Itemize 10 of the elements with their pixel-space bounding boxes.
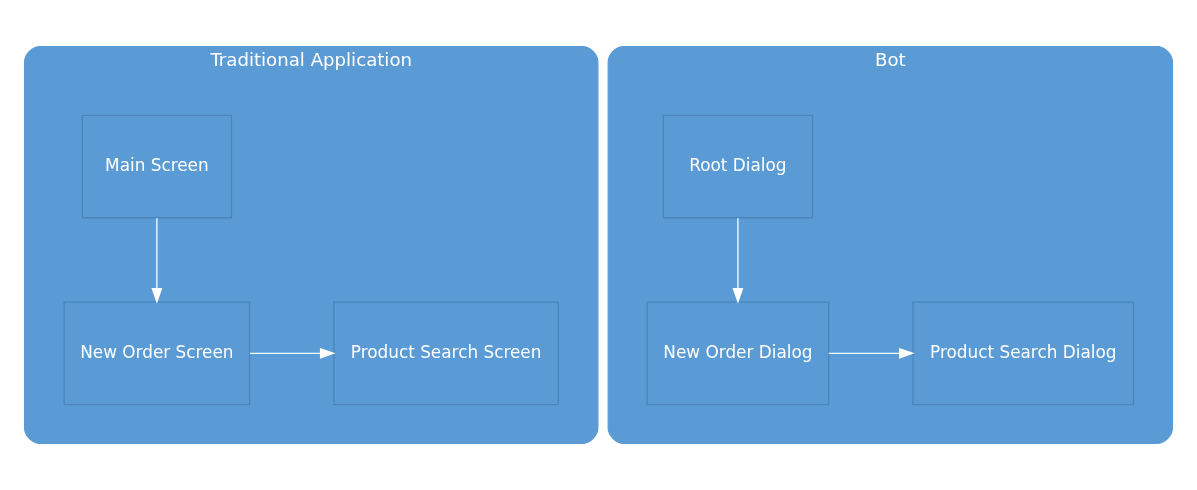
node-box: New Order Dialog (646, 301, 830, 406)
arrow (151, 217, 163, 304)
node-box: New Order Screen (63, 301, 251, 406)
arrow (828, 347, 915, 359)
arrow (249, 347, 336, 359)
arrow (732, 217, 744, 304)
node-box: Main Screen (81, 114, 233, 219)
node-box: Product Search Screen (333, 301, 559, 406)
node-box: Product Search Dialog (912, 301, 1135, 406)
node-box: Root Dialog (662, 114, 814, 219)
